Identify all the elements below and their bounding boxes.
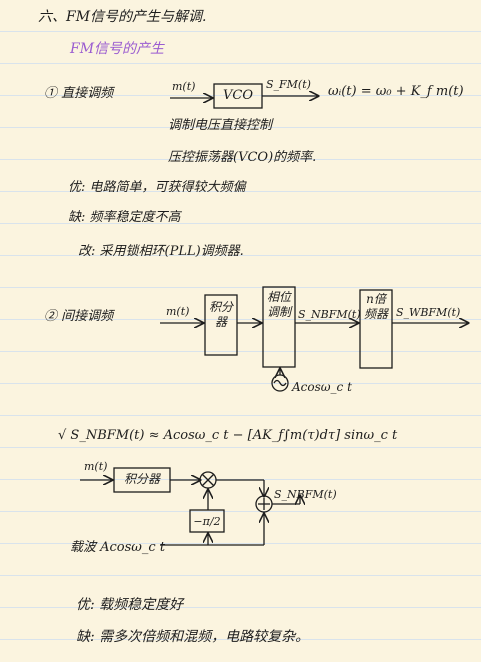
direct-formula: ωᵢ(t) = ω₀ + K_f m(t) <box>328 84 464 99</box>
direct-improve: 改: 采用锁相环(PLL)调频器. <box>78 244 244 259</box>
direct-fm-label: ① 直接调频 <box>44 86 114 101</box>
direct-note-2: 压控振荡器(VCO)的频率. <box>168 150 317 165</box>
phase-mod-box-label: 相位调制 <box>266 290 291 319</box>
vco-box-label: VCO <box>223 88 253 103</box>
diagram2-input-label: m(t) <box>84 460 108 473</box>
phase-shift-label: −π/2 <box>193 515 221 528</box>
section-title: 六、FM信号的产生与解调. <box>38 9 207 25</box>
direct-note-1: 调制电压直接控制 <box>168 118 273 133</box>
multiplier-box-label: n倍频器 <box>363 292 388 321</box>
indirect-input-label: m(t) <box>166 305 190 318</box>
direct-con: 缺: 频率稳定度不高 <box>68 210 181 225</box>
direct-pro: 优: 电路简单，可获得较大频偏 <box>68 180 246 195</box>
diagram2-output-label: S_NBFM(t) <box>274 488 337 501</box>
nbfm-formula: √ S_NBFM(t) ≈ Acosω_c t − [AK_f∫m(τ)dτ] … <box>58 428 398 443</box>
direct-output-label: S_FM(t) <box>266 78 311 91</box>
integrator-box-label: 积分器 <box>208 300 233 329</box>
carrier-label: Acosω_c t <box>292 380 352 394</box>
subsection-title: FM信号的产生 <box>70 41 165 57</box>
indirect-fm-label: ② 间接调频 <box>44 309 114 324</box>
summary-pro: 优: 载频稳定度好 <box>76 597 184 613</box>
wbfm-signal-label: S_WBFM(t) <box>396 306 461 319</box>
direct-input-label: m(t) <box>172 80 196 93</box>
nbfm-signal-label: S_NBFM(t) <box>298 308 361 321</box>
diagram2-carrier-label: 载波 Acosω_c t <box>70 540 166 555</box>
summary-con: 缺: 需多次倍频和混频，电路较复杂。 <box>76 629 310 645</box>
diagram2-integrator-label: 积分器 <box>123 472 160 486</box>
